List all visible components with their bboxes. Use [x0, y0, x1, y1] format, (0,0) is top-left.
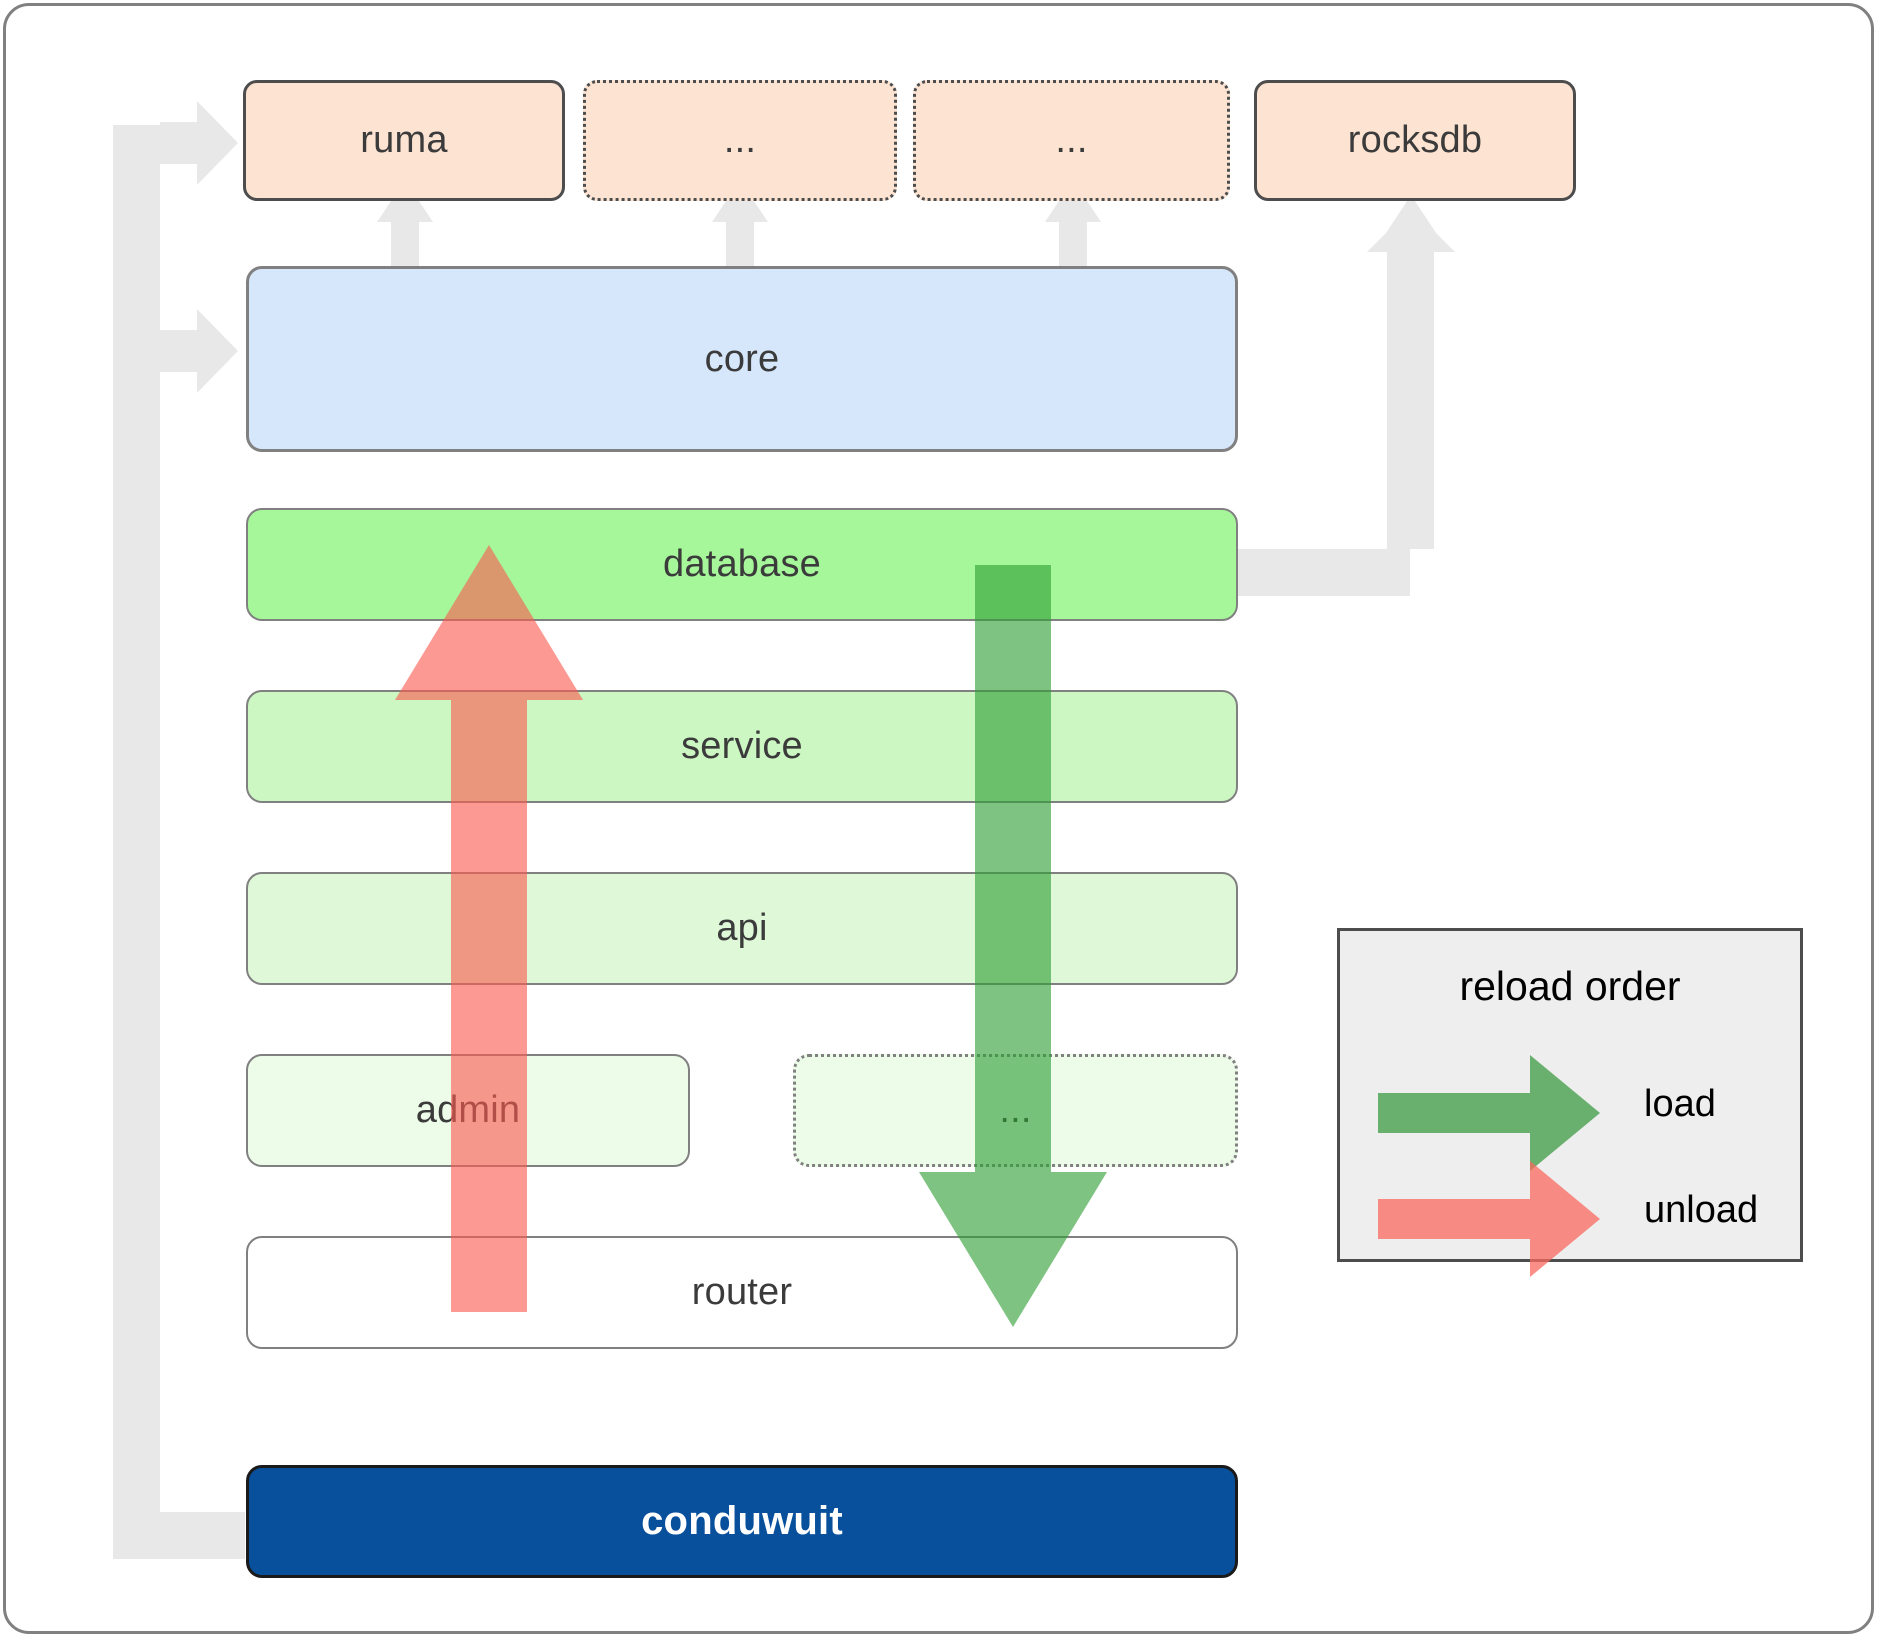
node-label: ruma	[360, 119, 448, 161]
unload-arrow-icon	[1378, 1161, 1600, 1277]
legend-label-load: load	[1644, 1083, 1716, 1125]
node-label: core	[704, 337, 780, 380]
node-label: ...	[999, 1089, 1032, 1131]
node-ellipsis-top-1[interactable]: ...	[583, 80, 897, 201]
node-service[interactable]: service	[246, 690, 1238, 803]
node-ellipsis-crate[interactable]: ...	[793, 1054, 1238, 1167]
node-label: database	[663, 543, 821, 585]
legend-panel: reload order load unload	[1337, 928, 1803, 1277]
node-label: admin	[415, 1089, 521, 1131]
node-core[interactable]: core	[246, 266, 1238, 452]
node-api[interactable]: api	[246, 872, 1238, 985]
legend-row-load: load	[1340, 1055, 1800, 1171]
diagram-frame	[3, 3, 1874, 1634]
node-label: router	[691, 1271, 793, 1313]
node-router[interactable]: router	[246, 1236, 1238, 1349]
legend-row-unload: unload	[1340, 1161, 1800, 1277]
node-admin[interactable]: admin	[246, 1054, 690, 1167]
node-label: ...	[1055, 119, 1088, 161]
node-label: conduwuit	[641, 1499, 843, 1543]
node-label: api	[716, 907, 768, 949]
node-ellipsis-top-2[interactable]: ...	[913, 80, 1230, 201]
legend-label-unload: unload	[1644, 1189, 1759, 1231]
node-label: service	[681, 725, 803, 767]
load-arrow-icon	[1378, 1055, 1600, 1171]
node-rocksdb[interactable]: rocksdb	[1254, 80, 1576, 201]
node-label: ...	[723, 119, 757, 161]
legend-title: reload order	[1459, 963, 1681, 1009]
node-conduwuit[interactable]: conduwuit	[246, 1465, 1238, 1578]
node-database[interactable]: database	[246, 508, 1238, 621]
node-label: rocksdb	[1347, 119, 1483, 161]
node-ruma[interactable]: ruma	[243, 80, 565, 201]
